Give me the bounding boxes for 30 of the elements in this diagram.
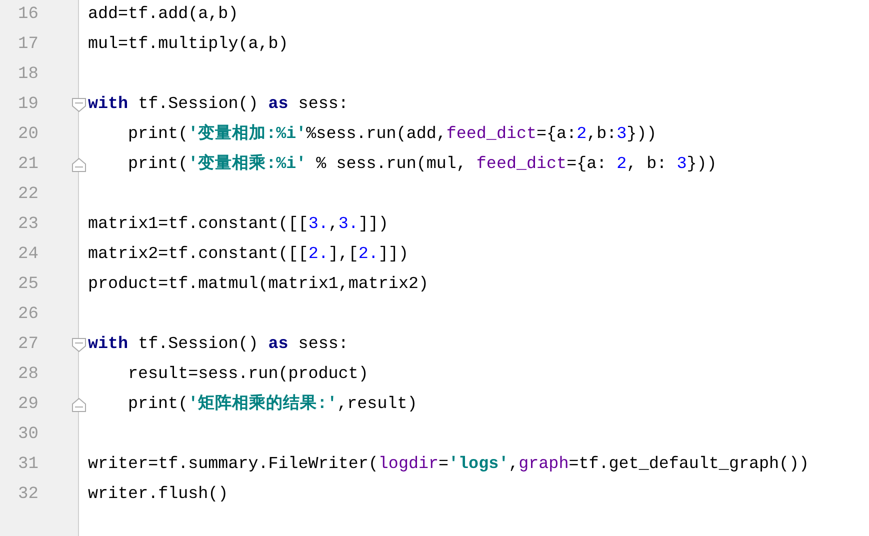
line-number: 25	[18, 275, 38, 295]
code-line: matrix1=tf.constant([[3.,3.]])	[88, 215, 388, 235]
line-number: 24	[18, 245, 38, 265]
line-number: 28	[18, 365, 38, 385]
line-number: 22	[18, 185, 38, 205]
line-number: 29	[18, 395, 38, 415]
code-line: matrix2=tf.constant([[2.],[2.]])	[88, 245, 408, 265]
line-number: 26	[18, 305, 38, 325]
code-line: writer.flush()	[88, 485, 228, 505]
line-number: 19	[18, 95, 38, 115]
code-line: with tf.Session() as sess:	[88, 95, 348, 115]
line-number: 20	[18, 125, 38, 145]
code-line: writer=tf.summary.FileWriter(logdir='logs',graph=tf.get_default_graph())	[88, 455, 810, 475]
line-number: 17	[18, 35, 38, 55]
code-line: result=sess.run(product)	[128, 365, 368, 385]
code-line: mul=tf.multiply(a,b)	[88, 35, 288, 55]
line-number: 32	[18, 485, 38, 505]
line-number: 23	[18, 215, 38, 235]
code-line: add=tf.add(a,b)	[88, 5, 238, 25]
code-line: with tf.Session() as sess:	[88, 335, 348, 355]
code-line: print('变量相加:%i'%sess.run(add,feed_dict={a:2,b:3}))	[128, 125, 657, 145]
code-line: print('变量相乘:%i' % sess.run(mul, feed_dict={a: 2, b: 3}))	[128, 155, 717, 175]
line-number: 16	[18, 5, 38, 25]
line-number: 21	[18, 155, 38, 175]
line-number: 30	[18, 425, 38, 445]
line-number: 27	[18, 335, 38, 355]
line-number: 18	[18, 65, 38, 85]
line-number: 31	[18, 455, 38, 475]
code-line: print('矩阵相乘的结果:',result)	[128, 395, 418, 415]
code-line: product=tf.matmul(matrix1,matrix2)	[88, 275, 428, 295]
